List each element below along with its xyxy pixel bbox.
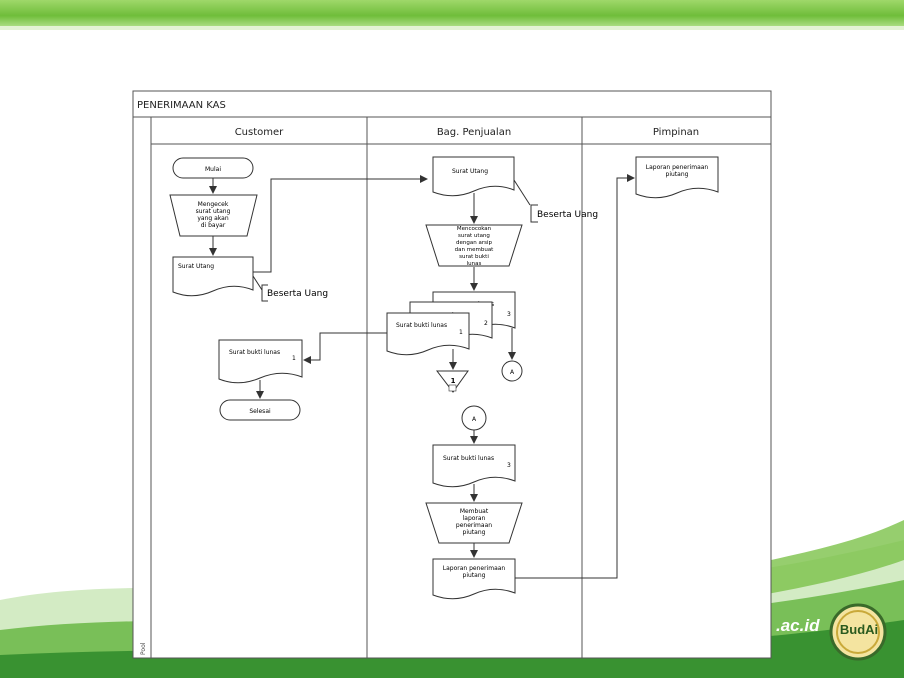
doc-laporan-pimpinan-line-2: piutang bbox=[666, 171, 689, 178]
doc-surat-utang-penjualan-label: Surat Utang bbox=[452, 168, 488, 175]
proc1-line-5: surat bukti bbox=[459, 254, 489, 260]
doc-stack-1 bbox=[386, 312, 470, 356]
connector-a-in-label: A bbox=[472, 416, 477, 423]
connector-a-out bbox=[501, 360, 523, 382]
manual-op-check bbox=[169, 194, 258, 237]
doc-bukti-lunas-3-num: 3 bbox=[507, 462, 511, 469]
lane-header-pimpinan: Pimpinan bbox=[653, 127, 699, 138]
archive-triangle bbox=[435, 370, 469, 393]
doc-surat-utang-customer-label: Surat Utang bbox=[178, 263, 214, 270]
top-green-bar bbox=[0, 0, 904, 26]
proc2-line-4: piutang bbox=[463, 529, 486, 536]
proc2-line-1: Membuat bbox=[460, 508, 489, 515]
doc-laporan-penjualan-line-2: piutang bbox=[463, 572, 486, 579]
check-line-2: surat utang bbox=[196, 208, 231, 215]
check-line-1: Mengecek bbox=[198, 201, 229, 208]
doc-laporan-penjualan-line-1: Laporan penerimaan bbox=[443, 565, 506, 572]
manual-op-cocokkan bbox=[425, 224, 523, 267]
doc-bukti-lunas-customer-label: Surat bukti lunas bbox=[229, 349, 280, 356]
proc2-line-3: penerimaan bbox=[456, 522, 492, 529]
doc-stack-1-num: 1 bbox=[459, 329, 463, 336]
budai-logo-icon bbox=[829, 603, 887, 661]
connector-a-out-label: A bbox=[510, 369, 515, 376]
proc1-line-1: Mencocokan bbox=[457, 226, 492, 232]
pool-title: PENERIMAAN KAS bbox=[137, 100, 226, 111]
pool-side-label: Pool bbox=[140, 642, 147, 655]
doc-surat-utang-customer bbox=[172, 256, 254, 297]
proc1-line-6: lunas bbox=[467, 261, 482, 267]
proc2-line-2: laporan bbox=[463, 515, 486, 522]
doc-bukti-lunas-3 bbox=[432, 444, 516, 488]
budai-logo-text: BudAi bbox=[839, 622, 879, 637]
proc1-line-2: surat utang bbox=[458, 233, 490, 239]
doc-stack-2-num: 2 bbox=[484, 320, 488, 327]
doc-bukti-lunas-customer bbox=[218, 339, 303, 384]
annot-beserta-uang-customer: Beserta Uang bbox=[267, 289, 328, 299]
lane-header-customer: Customer bbox=[235, 127, 284, 138]
doc-stack-3-num: 3 bbox=[507, 311, 511, 318]
doc-stack-1-label: Surat bukti lunas bbox=[396, 322, 447, 329]
doc-laporan-penjualan bbox=[432, 558, 516, 600]
doc-bukti-lunas-3-label: Surat bukti lunas bbox=[443, 455, 494, 462]
doc-bukti-lunas-customer-num: 1 bbox=[292, 355, 296, 362]
archive-num: 1 bbox=[451, 377, 456, 385]
start-label: Mulai bbox=[205, 166, 221, 173]
proc1-line-4: dan membuat bbox=[455, 247, 495, 253]
end-label: Selesai bbox=[249, 408, 271, 415]
proc1-line-3: dengan arsip bbox=[456, 240, 492, 246]
top-light-bar bbox=[0, 26, 904, 30]
annot-beserta-uang-penjualan: Beserta Uang bbox=[537, 210, 598, 220]
manual-op-laporan bbox=[425, 502, 523, 544]
doc-laporan-pimpinan-line-1: Laporan penerimaan bbox=[646, 164, 709, 171]
doc-laporan-pimpinan bbox=[635, 156, 719, 199]
doc-surat-utang-penjualan bbox=[432, 156, 515, 197]
check-line-3: yang akan bbox=[197, 215, 228, 222]
end-terminator bbox=[219, 399, 301, 421]
brand-url: .ac.id bbox=[776, 616, 820, 635]
lane-header-penjualan: Bag. Penjualan bbox=[437, 127, 511, 138]
check-line-4: di bayar bbox=[201, 222, 226, 229]
